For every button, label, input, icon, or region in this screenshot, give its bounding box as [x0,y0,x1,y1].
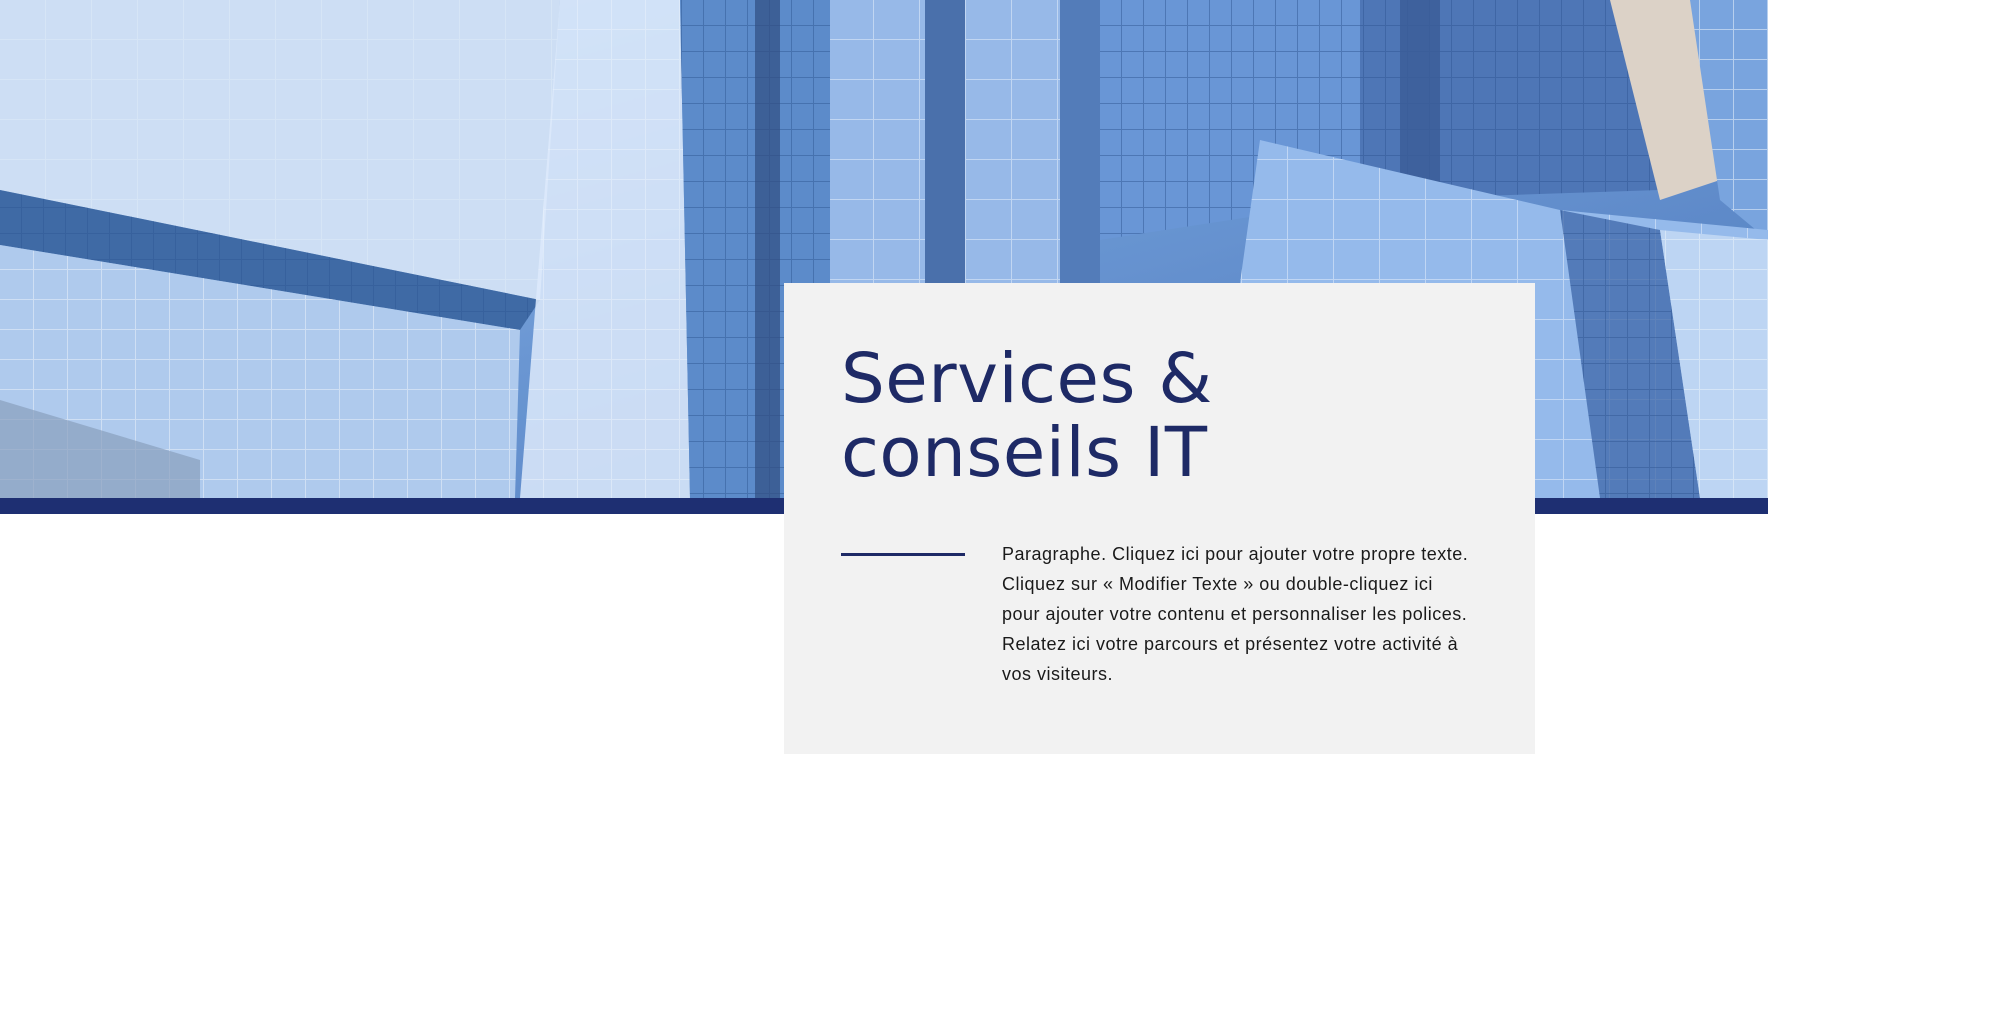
title-line-2: conseils IT [841,413,1208,493]
skyscraper-photo [0,0,1768,498]
title-line-1: Services & [841,339,1213,419]
page-title: Services & conseils IT [841,342,1213,490]
title-divider [841,553,965,556]
intro-card: Services & conseils IT Paragraphe. Cliqu… [784,283,1535,754]
intro-paragraph[interactable]: Paragraphe. Cliquez ici pour ajouter vot… [1002,544,1469,684]
hero-image [0,0,1768,498]
